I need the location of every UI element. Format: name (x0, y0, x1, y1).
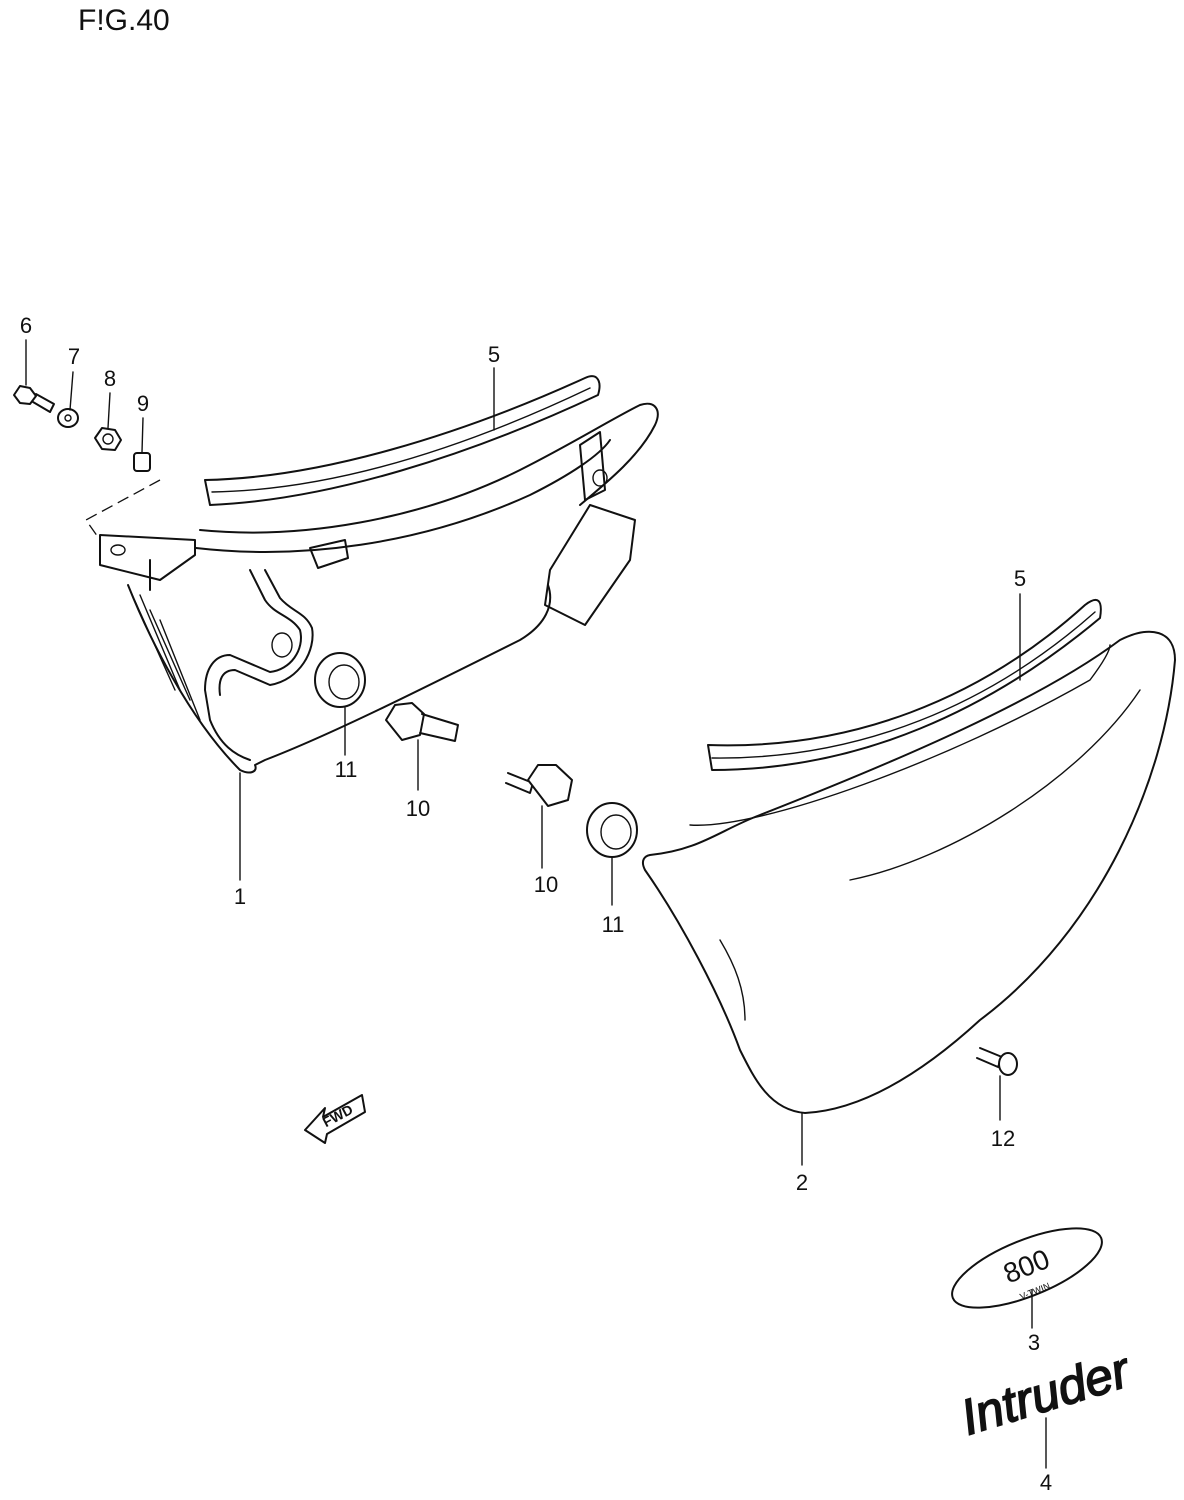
callout-7: 7 (68, 344, 80, 369)
callout-8: 8 (104, 366, 116, 391)
callout-5-right: 5 (1014, 566, 1026, 591)
assembly-line (85, 479, 161, 541)
callout-5-upper: 5 (488, 342, 500, 367)
callout-11-left: 11 (335, 757, 358, 782)
callout-10-left: 10 (406, 796, 430, 821)
callout-1: 1 (234, 884, 246, 909)
callout-12: 12 (991, 1126, 1015, 1151)
nut-8 (94, 427, 122, 451)
washer-7 (57, 408, 79, 428)
screw-10-left (385, 702, 459, 742)
trim-strip-right (707, 598, 1102, 771)
leader-lines (25, 339, 1047, 1469)
screw-10-right (505, 764, 573, 807)
frame-cover-left (99, 402, 659, 774)
frame-cover-right (641, 630, 1176, 1114)
trim-strip-upper (204, 375, 601, 506)
callout-9: 9 (137, 391, 149, 416)
fwd-arrow-icon: FWD (304, 1094, 366, 1144)
callout-10-right: 10 (534, 872, 558, 897)
screw-12 (976, 1047, 1018, 1076)
callout-3: 3 (1028, 1330, 1040, 1355)
callout-4: 4 (1040, 1470, 1052, 1495)
collar-9 (133, 452, 151, 472)
callout-2: 2 (796, 1170, 808, 1195)
emblem-800: 800 V-TWIN (951, 1227, 1103, 1309)
grommet-11-left (314, 652, 366, 708)
callout-6: 6 (20, 313, 32, 338)
figure-title: F!G.40 (78, 4, 170, 37)
callout-11-right: 11 (602, 912, 625, 937)
grommet-11-right (586, 802, 638, 858)
bolt-6 (13, 385, 55, 413)
